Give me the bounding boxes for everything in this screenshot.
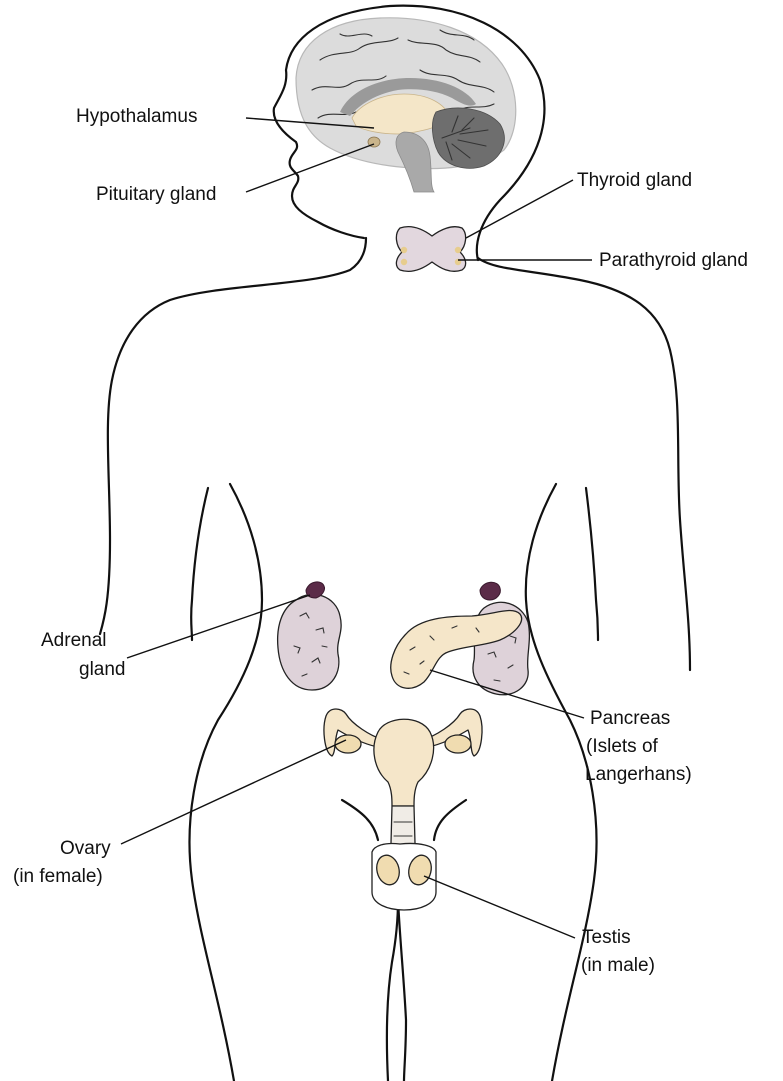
thyroid: [396, 227, 465, 272]
label-testis-line1: Testis: [582, 927, 631, 948]
label-pituitary-gland: Pituitary gland: [96, 184, 216, 205]
brain: [296, 18, 516, 192]
parathyroid-left-upper: [401, 247, 407, 253]
label-pancreas-line1: Pancreas: [590, 708, 670, 729]
inner-leg-right: [398, 900, 406, 1081]
label-pancreas-line2: (Islets of: [586, 736, 659, 757]
label-hypothalamus: Hypothalamus: [76, 106, 197, 127]
leader-pituitary: [246, 144, 374, 192]
label-thyroid-gland: Thyroid gland: [577, 170, 692, 191]
right-arm-inner: [586, 488, 598, 640]
parathyroid-right-upper: [455, 247, 461, 253]
label-adrenal-line1: Adrenal: [41, 630, 107, 651]
label-parathyroid-gland: Parathyroid gland: [599, 250, 748, 271]
label-pancreas-line3: Langerhans): [585, 764, 692, 785]
label-adrenal-line2: gland: [79, 659, 126, 680]
groin-curve-left: [342, 800, 378, 840]
parathyroid-left-lower: [401, 259, 407, 265]
leader-ovary: [121, 740, 346, 844]
left-arm-inner: [191, 488, 208, 640]
label-ovary-line2: (in female): [13, 866, 103, 887]
uterus: [374, 719, 434, 806]
right-ovary: [445, 735, 471, 753]
label-ovary-line1: Ovary: [60, 838, 111, 859]
label-testis-line2: (in male): [581, 955, 655, 976]
right-adrenal-gland: [480, 582, 500, 600]
left-kidney: [278, 594, 342, 690]
leader-thyroid: [466, 180, 573, 238]
leader-testis: [424, 876, 575, 938]
left-shoulder-outline: [100, 238, 366, 634]
left-torso-side: [190, 484, 262, 1081]
groin-curve-right: [434, 800, 466, 840]
inner-leg-left: [387, 900, 398, 1081]
left-kidney-adrenal: [278, 582, 342, 690]
